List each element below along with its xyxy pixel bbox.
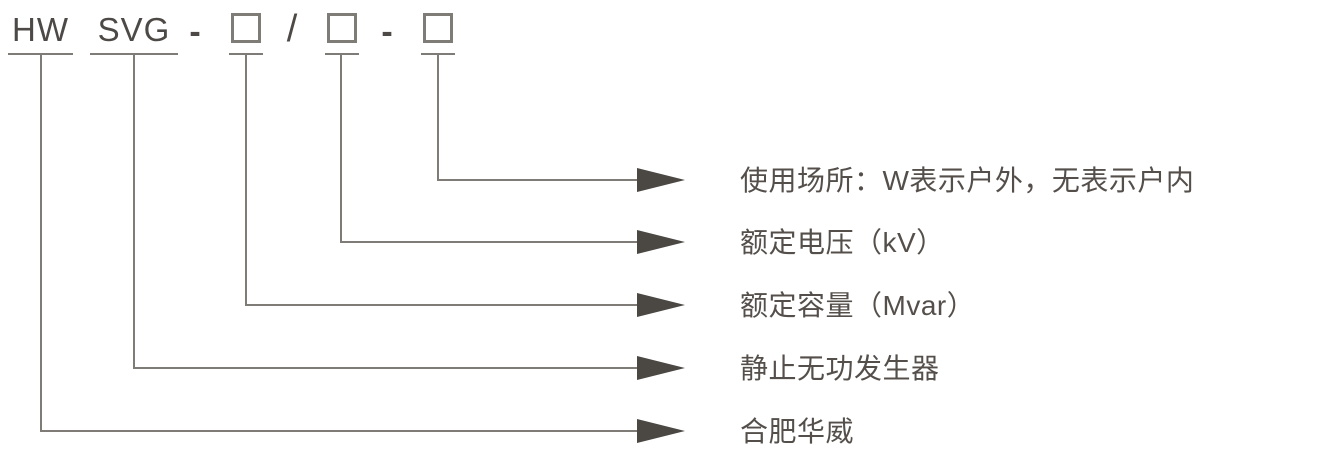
code-segment-capacity (229, 0, 263, 55)
connector-vertical-capacity (245, 54, 247, 306)
arrow-icon (637, 230, 685, 254)
slash-separator: / (286, 7, 298, 50)
legend-rated-voltage: 额定电压（kV） (740, 227, 945, 258)
code-segment-location (421, 0, 455, 55)
legend-usage-location: 使用场所：W表示户外，无表示户内 (740, 165, 1195, 196)
connector-vertical-product (133, 54, 135, 369)
connector-horizontal-product (133, 367, 638, 369)
connector-vertical-voltage (340, 54, 342, 243)
placeholder-box-voltage (327, 13, 357, 43)
code-segment-brand: HW (8, 0, 73, 55)
connector-horizontal-brand (40, 430, 638, 432)
dash-separator-2: - (381, 12, 393, 51)
code-segment-product: SVG (90, 0, 178, 55)
arrow-icon (637, 419, 685, 443)
connector-horizontal-location (437, 179, 638, 181)
legend-hefei-huawei: 合肥华威 (740, 416, 855, 447)
placeholder-box-location (423, 13, 453, 43)
brand-code-text: HW (12, 10, 69, 48)
dash-separator-1: - (189, 12, 201, 51)
code-segment-voltage (325, 0, 359, 55)
product-code-text: SVG (97, 10, 171, 48)
arrow-icon (637, 356, 685, 380)
connector-vertical-brand (40, 54, 42, 432)
connector-horizontal-capacity (245, 304, 638, 306)
arrow-icon (637, 168, 685, 192)
connector-horizontal-voltage (340, 241, 638, 243)
placeholder-box-capacity (231, 13, 261, 43)
legend-rated-capacity: 额定容量（Mvar） (740, 290, 976, 321)
connector-vertical-location (437, 54, 439, 181)
legend-static-var-generator: 静止无功发生器 (740, 353, 940, 384)
arrow-icon (637, 293, 685, 317)
